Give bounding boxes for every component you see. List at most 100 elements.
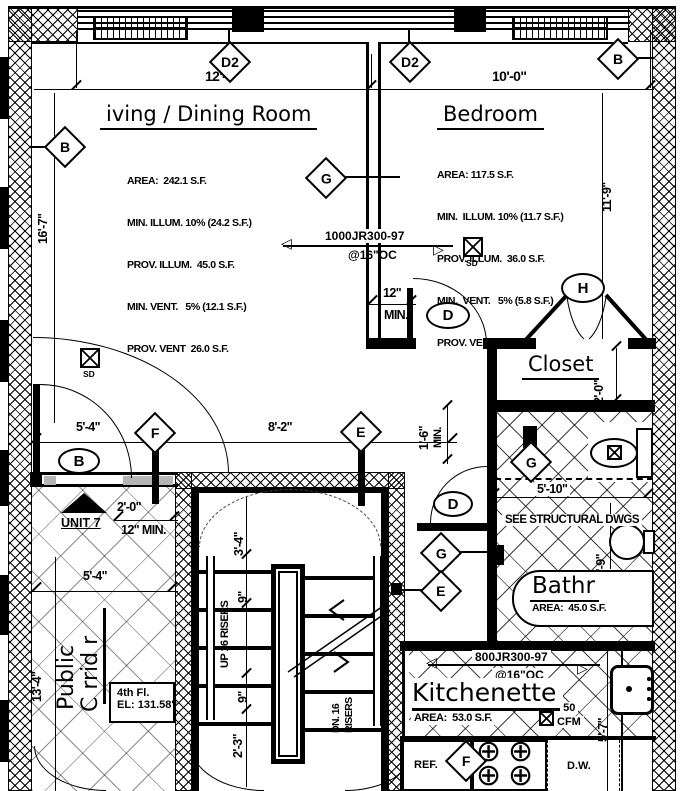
bath-dashed-line — [495, 478, 653, 480]
bottom-door-swing — [190, 744, 264, 791]
dim-bath-width: 5'-10" — [534, 482, 571, 496]
dim-line-corridor-length — [55, 557, 57, 791]
toilet-tank — [636, 428, 653, 478]
dim-line-bath-depth — [610, 503, 612, 569]
faucet-knob-icon — [647, 687, 651, 691]
radiator — [93, 16, 188, 40]
stair-treads-down-flight — [305, 576, 381, 738]
kitchen-sink — [610, 665, 654, 715]
bedroom-door-jamb — [407, 288, 413, 338]
smoke-detector-label: SD — [466, 258, 478, 268]
triangle-right-icon: ▷ — [577, 660, 588, 676]
wall-tag-g-living: G — [304, 156, 348, 200]
dim-hall-clear: 1'-6" — [417, 426, 431, 450]
living-room-stats: AREA: 242.1 S.F. MIN. ILLUM. 10% (24.2 S… — [127, 175, 252, 355]
stair-inner-wall-right — [381, 487, 388, 791]
dim-line-mid — [33, 442, 457, 444]
stair-up-label: UP 16 RISERS — [219, 600, 231, 668]
dim-bedroom-door-min: MIN. — [384, 308, 409, 322]
dim-bedroom-height: 11'-9" — [600, 182, 614, 212]
window-band — [78, 10, 630, 30]
interior-wall-face-line — [32, 42, 628, 44]
bath-label-bubble: Bathr AREA: 45.0 S.F. — [512, 570, 654, 627]
right-exterior-wall — [652, 6, 676, 791]
stair-door-swing-arc — [199, 489, 381, 547]
kitchenette-north-wall — [400, 641, 655, 651]
tag-leader-bar — [358, 448, 365, 506]
dim-left-height: 16'-7" — [36, 213, 50, 244]
tag-leader-stub — [492, 545, 504, 565]
stair-handrail-right — [373, 556, 382, 726]
wall-tag-e-hall: E — [419, 569, 463, 613]
tag-leader — [399, 589, 427, 591]
joist-callout-line — [283, 245, 453, 247]
burner-icon: ⊕ — [508, 734, 534, 769]
stair-center-newel-inner — [278, 571, 298, 757]
dim-line-bedroom — [602, 93, 603, 339]
wall-tag-b-left: B — [43, 125, 87, 169]
bedroom-south-wall — [366, 338, 416, 349]
tag-leader-stub — [391, 583, 402, 595]
dim-hall-clear-min: MIN. — [432, 427, 444, 448]
door-tag-d-hall: D — [433, 491, 473, 517]
dim-line-bath-width — [491, 497, 653, 499]
closet-north-wall — [483, 338, 536, 349]
dim-tread-b: 9" — [236, 691, 250, 703]
toilet-bowl — [590, 438, 638, 468]
dim-stair-width: 8'-2" — [268, 420, 293, 434]
wall-tag-g-hall: G — [419, 531, 463, 575]
dim-kitchen-depth: 5'-7" — [596, 718, 610, 742]
window-mullion-wall — [454, 8, 486, 32]
left-exterior-wall — [8, 6, 32, 791]
wall-pier — [0, 57, 8, 119]
tag-leader — [631, 57, 653, 59]
bath-title: Bathr — [530, 573, 599, 602]
living-room-title: iving / Dining Room — [100, 102, 318, 130]
refrigerator-label: REF. — [414, 759, 438, 771]
dim-ext-line — [371, 54, 372, 88]
faucet-knob-icon — [647, 697, 651, 701]
dim-stair-top-run: 3'-4" — [232, 532, 246, 556]
dim-top-bedroom: 10'-0" — [492, 68, 527, 84]
stair-down-label-line2: RISERS — [343, 697, 355, 734]
exhaust-fan-icon — [539, 711, 554, 726]
radiator — [512, 16, 608, 40]
triangle-right-icon: ▷ — [433, 241, 444, 257]
triangle-left-icon: ◁ — [426, 654, 437, 670]
dim-line-left — [54, 93, 55, 423]
dim-entry-clear: 2'-0" — [117, 500, 142, 514]
hall-south-wall — [417, 523, 488, 531]
closet-north-wall-stub — [628, 338, 656, 349]
dim-corridor-length: 13'-4" — [30, 671, 44, 702]
joist-callout-line — [428, 664, 600, 666]
tag-leader — [408, 28, 410, 48]
dim-tread-a: 9" — [236, 591, 250, 603]
top-right-wall-corner — [628, 6, 676, 42]
closet-title: Closet — [522, 352, 600, 380]
living-bedroom-partition — [366, 42, 381, 342]
wall-tag-b-top: B — [596, 37, 640, 81]
closet-bifold-doors — [519, 293, 653, 347]
bath-sink — [609, 524, 645, 560]
entry-door-leaf-gray — [123, 475, 173, 485]
faucet-knob-icon — [647, 677, 651, 681]
kitchen-counter-edge — [621, 651, 623, 791]
door-tag-b-entry: B — [58, 448, 100, 474]
smoke-detector-label: SD — [83, 369, 95, 379]
dim-line-top — [34, 89, 654, 91]
kitchen-sink-drain — [626, 686, 632, 692]
wall-pier — [0, 450, 8, 506]
dim-line-hall-clear — [447, 406, 449, 464]
dim-corridor-width: 5'-4" — [83, 569, 108, 583]
toilet-flush-icon — [607, 445, 622, 460]
bedroom-title: Bedroom — [437, 102, 544, 130]
dim-line-entry-clear — [114, 520, 178, 522]
door-tag-d-bedroom: D — [426, 302, 470, 329]
cfm-unit: CFM — [554, 716, 584, 728]
bedroom-stats: AREA: 117.5 S.F. MIN. ILLUM. 10% (11.7 S… — [437, 169, 564, 349]
dim-entry-clear-min: 12" MIN. — [121, 523, 166, 537]
dim-line-corridor-width — [32, 591, 178, 593]
structural-note: SEE STRUCTURAL DWGS — [502, 514, 643, 526]
range — [472, 740, 547, 791]
dishwasher-label: D.W. — [567, 760, 591, 772]
